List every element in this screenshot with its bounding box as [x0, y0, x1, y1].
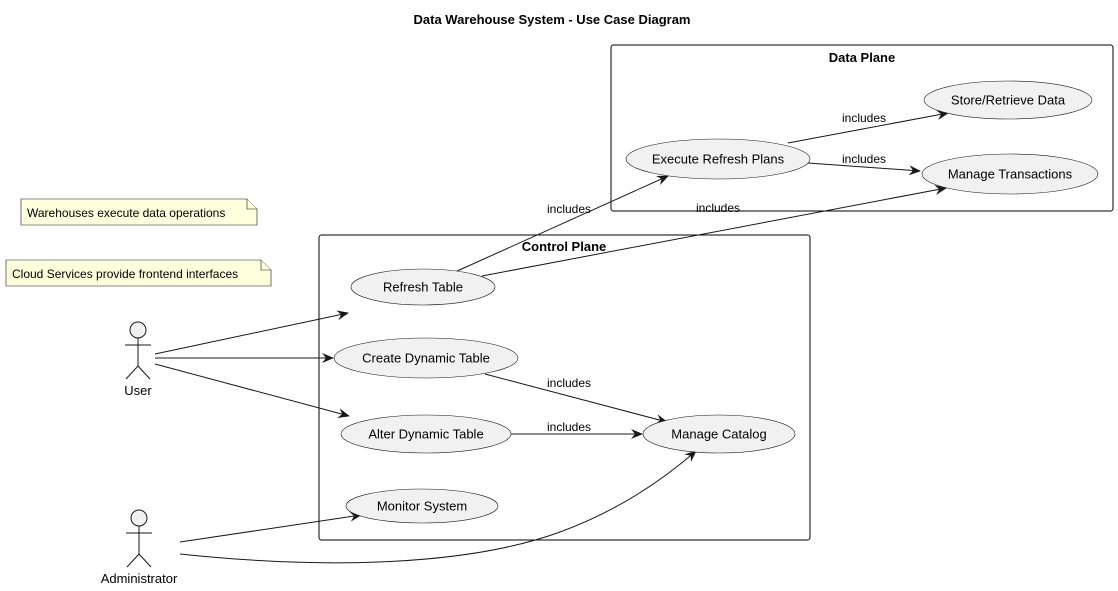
edge-execute-transactions — [807, 162, 921, 176]
use-case-manage-catalog: Manage Catalog — [642, 414, 796, 454]
edge-execute-store — [787, 110, 949, 144]
use-case-store-retrieve-label: Store/Retrieve Data — [951, 93, 1066, 108]
label-refresh-execute: includes — [547, 202, 591, 216]
control-plane-frame — [318, 234, 811, 541]
note-warehouses-text: Warehouses execute data operations — [27, 206, 225, 220]
use-case-create-dynamic-table: Create Dynamic Table — [333, 337, 519, 379]
edge-admin-catalog — [179, 450, 697, 564]
actor-administrator: Administrator — [101, 509, 178, 586]
note-cloud-services: Cloud Services provide frontend interfac… — [5, 259, 272, 287]
use-case-manage-catalog-label: Manage Catalog — [671, 427, 766, 442]
use-case-refresh-table: Refresh Table — [350, 268, 496, 306]
label-create-catalog: includes — [547, 376, 591, 390]
actor-user: User — [124, 321, 152, 398]
use-case-manage-transactions: Manage Transactions — [921, 153, 1099, 195]
label-execute-store: includes — [842, 111, 886, 125]
use-case-execute-refresh-label: Execute Refresh Plans — [652, 152, 785, 167]
edges — [154, 110, 949, 564]
use-case-monitor-system: Monitor System — [345, 488, 499, 524]
diagram-title: Data Warehouse System - Use Case Diagram — [414, 12, 691, 27]
edge-admin-monitor — [179, 511, 362, 543]
control-plane-title: Control Plane — [522, 239, 607, 254]
actor-administrator-label: Administrator — [101, 571, 178, 586]
actor-administrator-icon — [126, 509, 152, 568]
edge-create-catalog — [484, 373, 668, 425]
edge-user-refresh — [154, 310, 349, 355]
edge-refresh-transactions — [481, 185, 947, 277]
use-case-store-retrieve: Store/Retrieve Data — [923, 80, 1093, 120]
label-refresh-transactions: includes — [696, 201, 740, 215]
actor-user-icon — [125, 321, 151, 380]
use-case-execute-refresh: Execute Refresh Plans — [625, 138, 811, 180]
control-plane-package: Control Plane — [318, 234, 811, 541]
label-execute-transactions: includes — [842, 152, 886, 166]
use-case-manage-transactions-label: Manage Transactions — [948, 167, 1073, 182]
data-plane-title: Data Plane — [829, 50, 895, 65]
note-warehouses: Warehouses execute data operations — [20, 198, 258, 226]
actor-user-label: User — [124, 383, 152, 398]
note-cloud-services-text: Cloud Services provide frontend interfac… — [12, 267, 238, 281]
label-alter-catalog: includes — [547, 420, 591, 434]
use-case-monitor-system-label: Monitor System — [377, 499, 467, 514]
use-case-alter-dynamic-table: Alter Dynamic Table — [340, 414, 512, 454]
use-case-alter-dynamic-table-label: Alter Dynamic Table — [368, 427, 483, 442]
edge-labels: includes includes includes includes incl… — [547, 111, 886, 434]
use-case-refresh-table-label: Refresh Table — [383, 280, 463, 295]
use-case-create-dynamic-table-label: Create Dynamic Table — [362, 351, 490, 366]
edge-refresh-execute — [454, 175, 669, 273]
edge-user-alter — [154, 363, 350, 418]
